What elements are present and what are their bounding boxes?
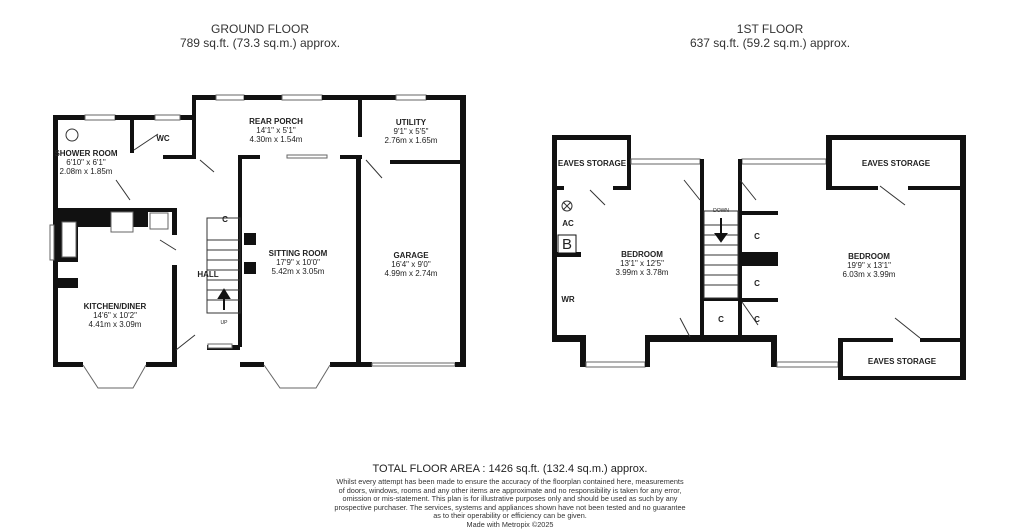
boiler-label: B [562, 236, 572, 253]
garage-metric: 4.99m x 2.74m [385, 269, 438, 278]
boiler-box [557, 234, 577, 254]
disclaimer-line: of doors, windows, rooms and any other i… [338, 485, 682, 495]
garage-imperial: 16'4" x 9'0" [391, 260, 431, 269]
first-floor-title: 1ST FLOOR [736, 22, 804, 36]
cupboard-label: C [222, 215, 228, 224]
utility-metric: 2.76m x 1.65m [385, 136, 438, 145]
cupboard-label-2: C [754, 279, 760, 288]
down-label: DOWN [713, 208, 729, 214]
first-floor-header: 1ST FLOOR 637 sq.ft. (59.2 sq.m.) approx… [660, 22, 880, 50]
disclaimer: Whilst every attempt has been made to en… [0, 477, 1020, 530]
stairs-up-arrow-icon [217, 288, 231, 310]
first-floor-plan [552, 135, 966, 380]
ground-stairs [206, 217, 241, 314]
first-floor-stairs [703, 210, 739, 299]
sitting-room-imperial: 17'9" x 10'0" [276, 258, 320, 267]
disclaimer-line: Whilst every attempt has been made to en… [336, 477, 684, 486]
cupboard-label-1: C [754, 232, 760, 241]
shower-room-name: SHOWER ROOM [54, 149, 117, 158]
disclaimer-line: as to their operability or efficiency ca… [433, 511, 587, 521]
extractor-icon [561, 200, 573, 212]
shower-room-imperial: 6'10" x 6'1" [66, 158, 106, 167]
disclaimer-line: prospective purchaser. The services, sys… [334, 502, 686, 512]
cupboard-label-4: C [754, 315, 760, 324]
rear-porch-metric: 4.30m x 1.54m [250, 135, 303, 144]
bedroom-2-name: BEDROOM [848, 252, 890, 261]
stairs-down-arrow-icon [714, 218, 728, 243]
bedroom-2-imperial: 19'9" x 13'1" [847, 261, 891, 270]
total-floor-area: TOTAL FLOOR AREA : 1426 sq.ft. (132.4 sq… [372, 463, 648, 475]
rear-porch-imperial: 14'1" x 5'1" [256, 126, 296, 135]
up-label: UP [221, 320, 229, 326]
utility-name: UTILITY [396, 118, 427, 127]
cupboard-label-3: C [718, 315, 724, 324]
utility-imperial: 9'1" x 5'5" [394, 127, 429, 136]
bedroom-2-metric: 6.03m x 3.99m [843, 270, 896, 279]
eaves-storage-label-1: EAVES STORAGE [558, 159, 627, 168]
bedroom-1-name: BEDROOM [621, 250, 663, 259]
kitchen-metric: 4.41m x 3.09m [89, 320, 142, 329]
hall-label: HALL [197, 270, 218, 279]
ground-floor-area: 789 sq.ft. (73.3 sq.m.) approx. [179, 36, 341, 50]
kitchen-name: KITCHEN/DINER [84, 302, 147, 311]
airing-cupboard-label: AC [562, 219, 574, 228]
credit: Made with Metropix ©2025 [466, 519, 554, 529]
basin-icon [65, 128, 79, 142]
ground-floor-header: GROUND FLOOR 789 sq.ft. (73.3 sq.m.) app… [160, 22, 360, 50]
first-floor-area: 637 sq.ft. (59.2 sq.m.) approx. [689, 36, 851, 50]
disclaimer-line: omission or mis-statement. This plan is … [342, 494, 678, 504]
ground-floor-title: GROUND FLOOR [210, 22, 309, 36]
kitchen-imperial: 14'6" x 10'2" [93, 311, 137, 320]
ground-floor-plan [49, 94, 466, 389]
eaves-storage-label-3: EAVES STORAGE [868, 357, 937, 366]
garage-name: GARAGE [393, 251, 429, 260]
shower-room-metric: 2.08m x 1.85m [60, 167, 113, 176]
bedroom-1-metric: 3.99m x 3.78m [616, 268, 669, 277]
sitting-room-metric: 5.42m x 3.05m [272, 267, 325, 276]
sitting-room-name: SITTING ROOM [269, 249, 328, 258]
wc-label: WC [156, 134, 170, 143]
bedroom-1-imperial: 13'1" x 12'5" [620, 259, 664, 268]
rear-porch-name: REAR PORCH [249, 117, 303, 126]
wardrobe-label: WR [561, 295, 575, 304]
eaves-storage-label-2: EAVES STORAGE [862, 159, 931, 168]
